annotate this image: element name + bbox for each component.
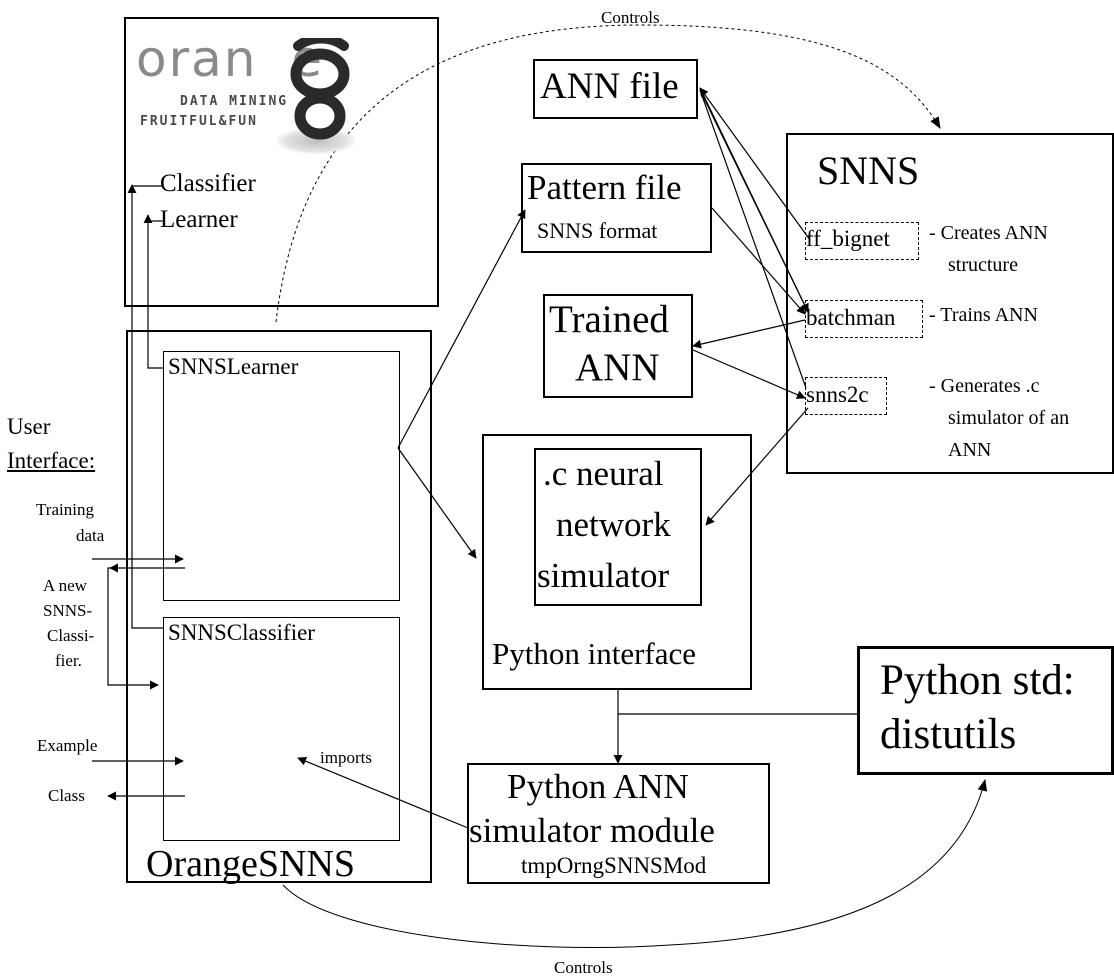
ff-bignet-desc-1: - Creates ANN [929, 222, 1048, 244]
new-classifier-label-1: A new [43, 576, 87, 595]
c-simulator-line1: .c neural [543, 454, 664, 493]
batchman-box [805, 300, 923, 338]
snns2c-desc-2: simulator of an [948, 407, 1070, 429]
new-classifier-label-3: Classi- [47, 626, 95, 645]
imports-label: imports [320, 748, 372, 767]
pattern-file-box [521, 163, 712, 253]
class-label: Class [48, 786, 85, 805]
trained-ann-line1: Trained [549, 298, 669, 341]
batchman-label: batchman [806, 305, 896, 330]
orange-g-icon [290, 38, 350, 140]
new-classifier-label-2: SNNS- [43, 601, 93, 620]
orange-tagline-2: FRUITFUL&FUN [140, 114, 258, 129]
user-interface-label-1: User [7, 414, 51, 439]
c-simulator-line3: simulator [537, 556, 670, 595]
python-ann-module-line1: Python ANN [507, 767, 689, 806]
controls-bottom-label: Controls [554, 958, 613, 977]
snns2c-box [805, 377, 887, 415]
python-ann-module-line2: simulator module [469, 811, 715, 850]
orange-box [124, 17, 439, 307]
pattern-file-title: Pattern file [527, 168, 682, 207]
python-std-line1: Python std: [880, 657, 1075, 704]
ff-bignet-label: ff_bignet [806, 226, 890, 251]
python-interface-box [482, 434, 752, 690]
orange-logo: orange orange DATA MINING FRUITFUL&FUN [136, 28, 366, 163]
snns-learner-label: SNNSLearner [168, 354, 299, 379]
snns2c-desc-3: ANN [948, 439, 992, 461]
orange-tagline-1: DATA MINING [180, 94, 289, 109]
trained-ann-box [543, 294, 693, 398]
python-std-box [857, 646, 1114, 775]
snns-learner-box [163, 351, 400, 601]
python-std-line2: distutils [880, 711, 1017, 758]
snns2c-label: snns2c [806, 382, 869, 407]
python-ann-module-box [467, 763, 770, 884]
python-ann-module-line3: tmpOrngSNNSMod [521, 853, 707, 878]
user-interface-label-2: Interface: [7, 448, 96, 473]
ff-bignet-box [805, 222, 919, 260]
snns-classifier-box [163, 617, 400, 841]
batchman-desc: - Trains ANN [929, 304, 1038, 326]
ann-file-box [533, 59, 698, 119]
snns-classifier-label: SNNSClassifier [168, 620, 315, 645]
c-simulator-box [534, 448, 702, 606]
learner-label: Learner [160, 206, 238, 233]
pattern-file-subtitle: SNNS format [537, 218, 658, 243]
new-classifier-label-4: fier. [55, 651, 82, 670]
python-interface-label: Python interface [492, 636, 697, 671]
classifier-label: Classifier [160, 170, 256, 197]
c-simulator-line2: network [556, 505, 671, 544]
ff-bignet-desc-2: structure [948, 254, 1018, 276]
orangesnns-title: OrangeSNNS [146, 843, 355, 885]
ann-file-label: ANN file [540, 66, 679, 107]
orangesnns-box [126, 330, 432, 883]
snns2c-desc-1: - Generates .c [929, 375, 1040, 397]
trained-ann-line2: ANN [575, 346, 660, 389]
controls-top-label: Controls [601, 8, 660, 27]
training-data-label-2: data [76, 526, 105, 545]
example-label: Example [37, 736, 98, 755]
snns-box [786, 133, 1114, 474]
snns-title: SNNS [817, 148, 920, 193]
training-data-label-1: Training [36, 500, 94, 519]
